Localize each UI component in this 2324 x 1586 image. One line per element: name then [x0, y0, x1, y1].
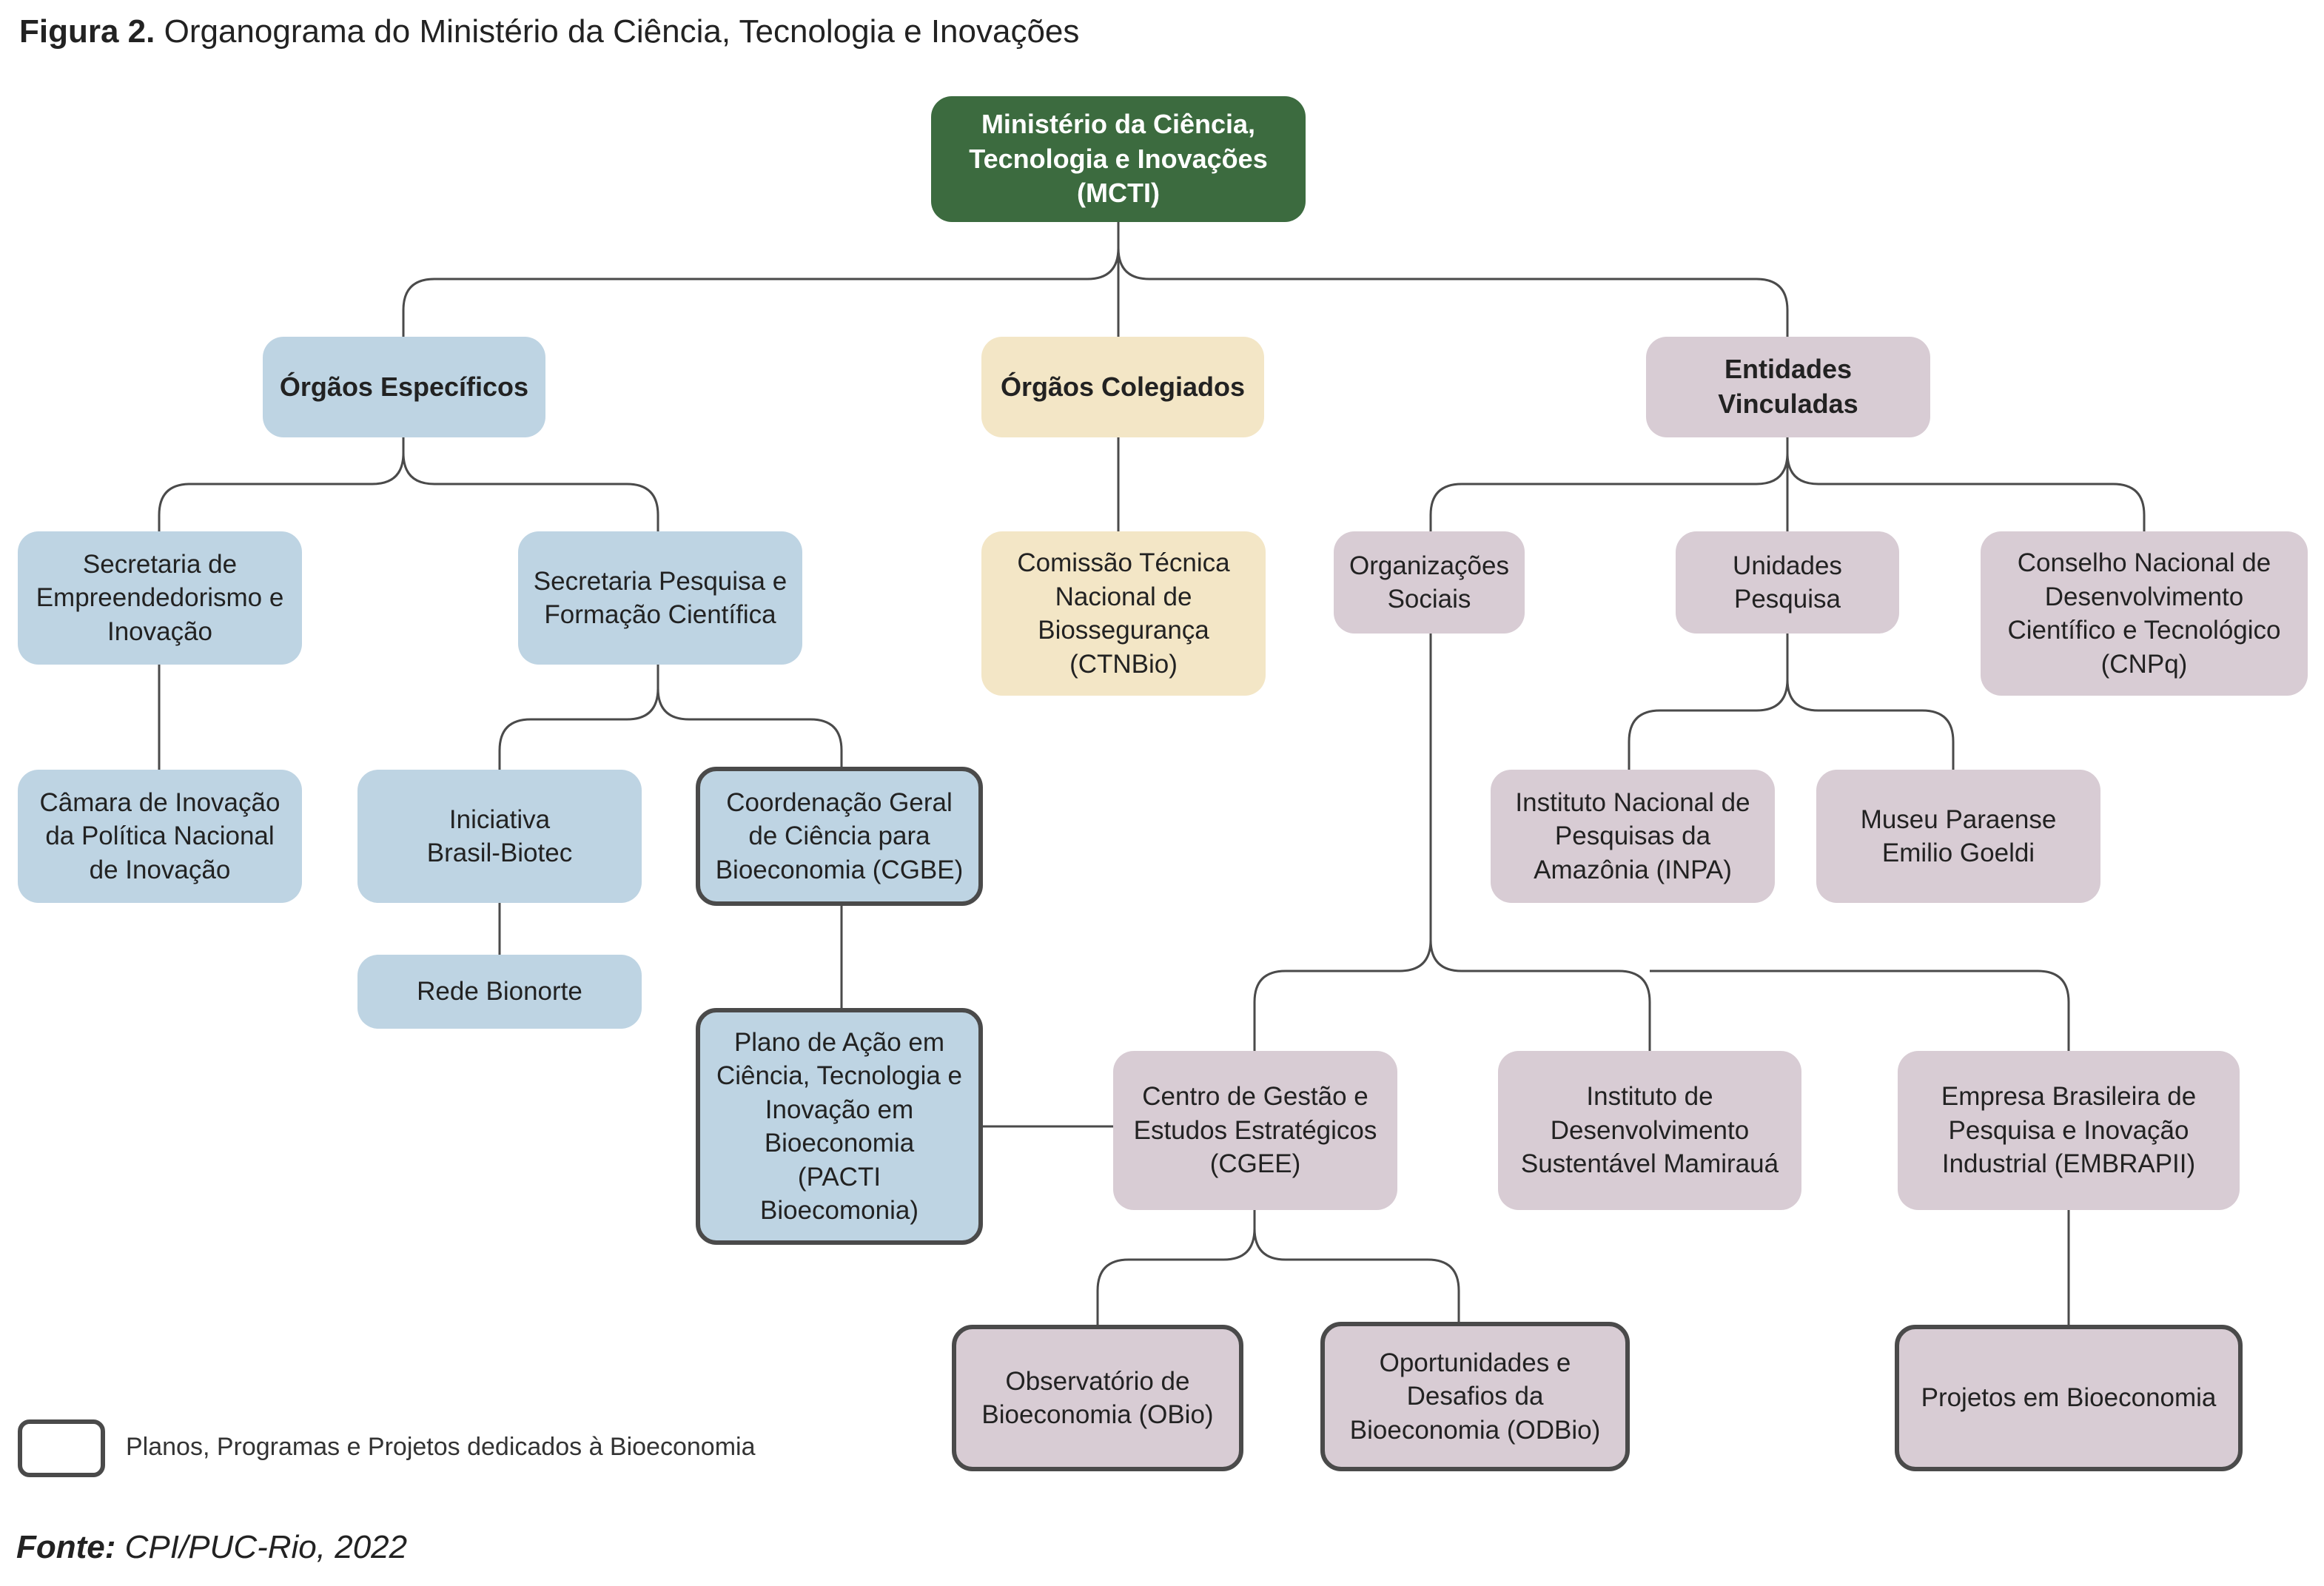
node-iniciativa-biotec: Iniciativa Brasil-Biotec [357, 770, 642, 903]
node-ctnbio: Comissão Técnica Nacional de Biosseguran… [981, 531, 1266, 696]
node-pacti: Plano de Ação em Ciência, Tecnologia e I… [696, 1008, 983, 1245]
connector-especificos [158, 437, 659, 531]
node-odbio: Oportunidades e Desafios da Bioeconomia … [1320, 1322, 1630, 1471]
source-label: Fonte: [16, 1529, 116, 1565]
node-orgaos-especificos: Órgãos Específicos [263, 337, 545, 437]
connector-cgee [1096, 1210, 1460, 1325]
source-note: Fonte: CPI/PUC-Rio, 2022 [16, 1529, 407, 1566]
caption-text: Organograma do Ministério da Ciência, Te… [155, 13, 1080, 50]
figure-caption: Figura 2. Organograma do Ministério da C… [19, 13, 1079, 50]
connector-sec-pesquisa [498, 665, 843, 770]
node-inpa: Instituto Nacional de Pesquisas da Amazô… [1491, 770, 1775, 903]
node-organizacoes-sociais: Organizações Sociais [1334, 531, 1525, 634]
node-unidades-pesquisa: Unidades Pesquisa [1676, 531, 1899, 634]
node-mamiraua: Instituto de Desenvolvimento Sustentável… [1498, 1051, 1801, 1210]
node-museu-goeldi: Museu Paraense Emilio Goeldi [1816, 770, 2100, 903]
node-rede-bionorte: Rede Bionorte [357, 955, 642, 1029]
node-cnpq: Conselho Nacional de Desenvolvimento Cie… [1981, 531, 2308, 696]
node-embrapii: Empresa Brasileira de Pesquisa e Inovaçã… [1898, 1051, 2240, 1210]
connector-mcti-categories [402, 221, 1789, 337]
node-obio: Observatório de Bioeconomia (OBio) [952, 1325, 1243, 1471]
node-camara-inovacao: Câmara de Inovação da Política Nacional … [18, 770, 302, 903]
node-orgaos-colegiados: Órgãos Colegiados [981, 337, 1264, 437]
node-entidades-vinculadas: Entidades Vinculadas [1646, 337, 1930, 437]
node-cgbe: Coordenação Geral de Ciência para Bioeco… [696, 767, 983, 906]
legend-swatch [18, 1419, 105, 1477]
node-cgee: Centro de Gestão e Estudos Estratégicos … [1113, 1051, 1397, 1210]
node-secretaria-empreendedorismo: Secretaria de Empreendedorismo e Inovaçã… [18, 531, 302, 665]
node-secretaria-pesquisa: Secretaria Pesquisa e Formação Científic… [518, 531, 802, 665]
connector-organizacoes [1253, 633, 2070, 1051]
node-projetos-bioeconomia: Projetos em Bioeconomia [1895, 1325, 2243, 1471]
caption-label: Figura 2. [19, 13, 155, 50]
legend-text: Planos, Programas e Projetos dedicados à… [126, 1433, 756, 1461]
node-mcti: Ministério da Ciência, Tecnologia e Inov… [931, 96, 1306, 222]
connector-unidades [1628, 633, 1955, 770]
source-text: CPI/PUC-Rio, 2022 [115, 1529, 408, 1565]
connector-entidades [1429, 437, 2146, 531]
